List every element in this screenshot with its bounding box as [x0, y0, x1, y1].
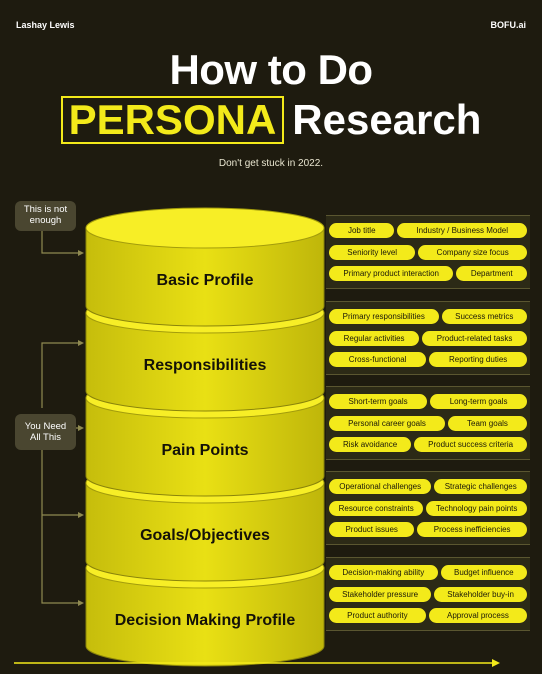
title-rest: Research [292, 96, 482, 143]
attribute-chip: Primary product interaction [329, 266, 454, 282]
attribute-chip: Personal career goals [329, 415, 445, 431]
attribute-chip: Job title [329, 222, 395, 238]
attribute-chip: Primary responsibilities [329, 308, 439, 324]
cylinder-body [85, 567, 325, 667]
connector-not-enough [41, 230, 80, 254]
tier-label: Basic Profile [156, 272, 254, 289]
cylinder-tier [85, 207, 325, 327]
cylinder-stack [85, 207, 325, 667]
attribute-chip: Industry / Business Model [397, 222, 527, 238]
bottom-arrow-head [492, 659, 500, 667]
title-line-2: PERSONA Research [0, 96, 542, 144]
attribute-chip: Resource constraints [329, 500, 424, 516]
attribute-chip: Budget influence [440, 564, 528, 580]
attribute-chip: Strategic challenges [434, 478, 528, 494]
note-need-all-line-1: You Need [24, 421, 67, 432]
cylinder-body [85, 312, 325, 412]
attribute-chip: Success metrics [441, 308, 528, 324]
arrowhead-tier3 [78, 425, 84, 431]
attribute-chip: Product issues [329, 522, 415, 538]
attribute-chip: Operational challenges [329, 478, 432, 494]
attribute-chip: Company size focus [418, 244, 527, 260]
tier-label: Decision Making Profile [114, 612, 296, 629]
connector-need-all [41, 342, 80, 604]
tier-label: Goals/Objectives [140, 527, 270, 544]
note-need-all: You Need All This [15, 414, 76, 450]
attribute-chip: Product authority [329, 608, 426, 624]
attribute-chip: Reporting duties [429, 352, 528, 368]
attribute-chip: Risk avoidance [329, 437, 412, 453]
note-need-all-line-2: All This [30, 432, 61, 443]
attribute-chip: Long-term goals [430, 393, 528, 409]
note-not-enough: This is not enough [15, 201, 76, 231]
arrowhead-tier1 [78, 250, 84, 256]
cylinder-body [85, 482, 325, 582]
tier-label: Pain Points [161, 442, 249, 459]
attribute-chip: Short-term goals [329, 393, 428, 409]
brand-name: BOFU.ai [490, 20, 526, 30]
cylinder-body [85, 227, 325, 327]
attribute-chip: Technology pain points [426, 500, 528, 516]
arrowhead-tier2 [78, 340, 84, 346]
author-name: Lashay Lewis [16, 20, 75, 30]
tier-label: Responsibilities [143, 357, 267, 374]
attribute-chip: Stakeholder buy-in [434, 586, 528, 602]
arrowhead-tier4 [78, 512, 84, 518]
attribute-chip: Cross-functional [329, 352, 427, 368]
attribute-chip: Stakeholder pressure [329, 586, 432, 602]
attribute-chip: Seniority level [329, 244, 416, 260]
attribute-chip: Product-related tasks [422, 330, 528, 346]
subtitle: Don't get stuck in 2022. [218, 158, 324, 169]
attribute-chip: Process inefficiencies [417, 522, 527, 538]
arrowhead-tier5 [78, 600, 84, 606]
cylinder-body [85, 397, 325, 497]
attribute-chip: Regular activities [329, 330, 420, 346]
attribute-chip: Decision-making ability [329, 564, 438, 580]
title-line-1: How to Do [169, 46, 373, 93]
attribute-chip: Department [456, 266, 528, 282]
attribute-chip: Team goals [447, 415, 527, 431]
cylinder-top [85, 207, 325, 249]
attribute-chip: Approval process [428, 608, 528, 624]
title-highlight: PERSONA [60, 96, 285, 144]
attribute-chip: Product success criteria [414, 437, 528, 453]
